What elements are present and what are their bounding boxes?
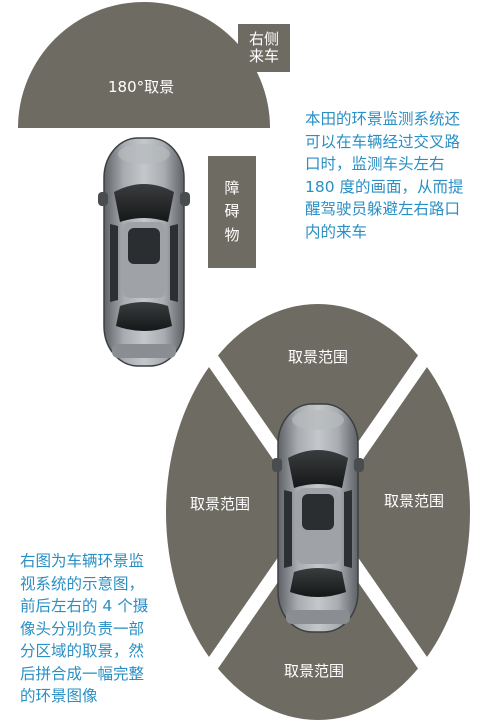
front-view-label: 180°取景 bbox=[108, 78, 175, 96]
zone-label-bottom: 取景范围 bbox=[284, 662, 345, 680]
cross-traffic-label: 右侧 来车 bbox=[248, 29, 279, 65]
obstacle-label: 障 碍 物 bbox=[224, 179, 240, 244]
zone-label-top: 取景范围 bbox=[288, 348, 349, 366]
zone-label-right: 取景范围 bbox=[384, 492, 445, 510]
obstacle-box: 障 碍 物 bbox=[208, 156, 256, 268]
zone-label-left: 取景范围 bbox=[190, 495, 251, 513]
front-view-semicircle bbox=[18, 2, 270, 128]
left-description-note: 右图为车辆环景监 视系统的示意图， 前后左右的 4 个摄 像头分别负责一部 分区… bbox=[20, 552, 149, 705]
bottom-car bbox=[271, 403, 365, 633]
right-description-note: 本田的环景监测系统还 可以在车辆经过交叉路 口时，监测车头左右 180 度的画面… bbox=[305, 110, 464, 241]
cross-traffic-box: 右侧 来车 bbox=[238, 24, 290, 72]
top-car bbox=[97, 137, 191, 367]
